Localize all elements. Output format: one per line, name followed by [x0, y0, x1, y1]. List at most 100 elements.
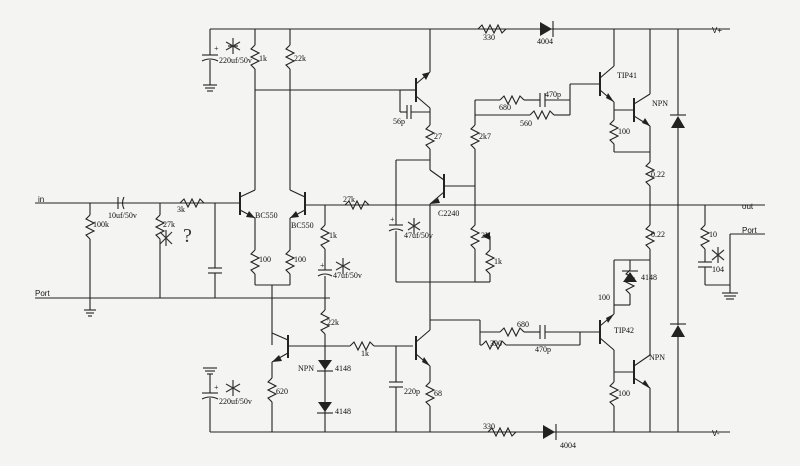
label-r10: 10	[709, 230, 717, 239]
label-r330-bottom: 330	[483, 422, 495, 431]
resistor-27	[424, 124, 436, 150]
label-r100-l2: 100	[294, 255, 306, 264]
capacitor-47uf-mid	[317, 269, 333, 277]
transistor-vas-bottom	[415, 329, 431, 367]
resistor-680-top	[499, 94, 525, 106]
flyback-diode-bottom	[670, 323, 686, 337]
label-r100k: 100k	[93, 220, 109, 229]
label-c470p-top: 470p	[545, 90, 561, 99]
resistor-100-l2	[284, 249, 296, 275]
label-r680-top: 680	[499, 103, 511, 112]
resistor-100-top	[608, 119, 620, 145]
resistor-100-l1	[249, 249, 261, 275]
flyback-diode-top	[670, 114, 686, 128]
label-npn-bias: NPN	[298, 364, 314, 373]
label-c56p: 56p	[393, 117, 405, 126]
label-r560: 560	[520, 119, 532, 128]
label-r27: 27	[434, 132, 442, 141]
label-c10uf: 10uf/50v	[108, 211, 137, 220]
label-bc550-b: BC550	[291, 221, 314, 230]
label-r100-l1: 100	[259, 255, 271, 264]
asterisk-mark-icon	[711, 247, 725, 263]
vplus-rail	[209, 28, 730, 45]
transistor-vas-top	[415, 71, 431, 109]
label-vplus: V+	[712, 26, 722, 35]
transistor-tip42	[599, 313, 615, 351]
asterisk-mark-icon	[159, 230, 173, 246]
label-r27k-fb: 27k	[343, 195, 355, 204]
label-d4148-2: 4148	[335, 407, 351, 416]
resistor-560	[529, 109, 555, 121]
label-c220-top: 220uf/50v	[219, 56, 252, 65]
label-c220-bottom: 220uf/50v	[219, 397, 252, 406]
label-r680-bottom: 680	[517, 320, 529, 329]
label-r1k-bias: 1k	[361, 349, 369, 358]
capacitor-56p	[406, 105, 412, 119]
label-r390: 390	[490, 339, 502, 348]
asterisk-mark-icon	[225, 38, 241, 54]
label-r27k-pot: 27k	[163, 220, 175, 229]
resistor-2k-pot	[469, 224, 481, 250]
label-d4148-out: 4148	[641, 273, 657, 282]
resistor-1k-bias	[349, 340, 375, 352]
resistor-3k	[179, 197, 205, 209]
diode-4004-top	[540, 21, 554, 37]
label-c47-vas: 47uf/50v	[404, 231, 433, 240]
capacitor-input-shunt	[208, 267, 222, 274]
label-tip41: TIP41	[617, 71, 637, 80]
label-npn-bottom: NPN	[649, 353, 665, 362]
label-d4004-bottom: 4004	[560, 441, 576, 450]
plus-sign: +	[320, 261, 325, 270]
label-r3k: 3k	[177, 205, 185, 214]
transistor-c2240	[429, 169, 445, 205]
resistor-1k-left	[249, 44, 261, 70]
label-in: in	[38, 195, 44, 204]
resistor-620	[266, 377, 278, 403]
pot-wiper-arrow	[482, 232, 490, 240]
label-r1k-left: 1k	[259, 54, 267, 63]
asterisk-mark-icon	[335, 258, 351, 274]
transistor-tip41	[599, 65, 615, 103]
resistor-22k-mid	[319, 309, 331, 335]
label-out: out	[742, 202, 754, 211]
label-bc550-a: BC550	[255, 211, 278, 220]
resistor-2k7	[469, 124, 481, 150]
label-r022-top: 0.22	[651, 170, 665, 179]
transistor-npn-top	[633, 93, 651, 127]
resistor-680-bottom	[499, 326, 525, 338]
capacitor-220uf-top	[201, 45, 219, 92]
label-r1k-pot: 1k	[494, 257, 502, 266]
label-c104: 104	[712, 265, 724, 274]
label-r68: 68	[434, 389, 442, 398]
resistor-022-bottom	[644, 224, 656, 250]
asterisk-mark-icon	[407, 218, 421, 234]
resistor-27k-pot	[154, 214, 166, 240]
resistor-22k-left	[284, 44, 296, 70]
label-vminus: V-	[712, 429, 720, 438]
resistor-1k-mid	[319, 224, 331, 250]
label-r022-bottom: 0.22	[651, 230, 665, 239]
label-r100-top: 100	[618, 127, 630, 136]
resistor-390	[481, 339, 507, 351]
capacitor-220p	[389, 381, 403, 388]
asterisk-mark-icon	[225, 380, 241, 396]
resistor-1k-pot	[484, 249, 496, 275]
label-c220p: 220p	[404, 387, 420, 396]
label-c2240: C2240	[438, 209, 459, 218]
transistor-bc550-a	[239, 189, 256, 219]
label-r1k-mid: 1k	[329, 231, 337, 240]
label-c470p-bottom: 470p	[535, 345, 551, 354]
transistor-bc550-b	[289, 189, 306, 219]
plus-sign: +	[390, 215, 395, 224]
capacitor-104-zobel	[698, 261, 712, 268]
label-d4148-1: 4148	[335, 364, 351, 373]
resistor-100-bottom-b	[608, 381, 620, 407]
label-npn-top: NPN	[652, 99, 668, 108]
diode-4148-bias1	[317, 360, 333, 372]
diode-4148-output	[622, 270, 638, 282]
resistor-68	[424, 381, 436, 407]
transistor-npn-bias	[271, 332, 289, 363]
resistor-330-top	[477, 23, 507, 35]
transistor-npn-bottom	[633, 354, 651, 389]
